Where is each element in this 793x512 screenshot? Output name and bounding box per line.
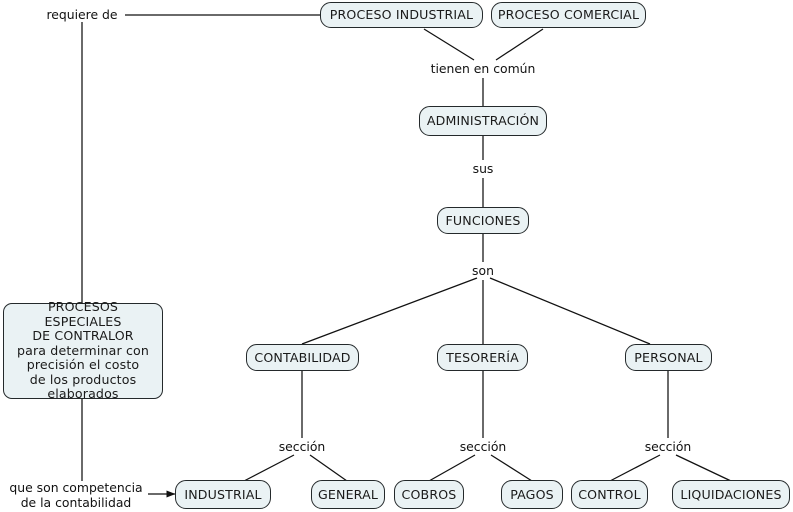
edge-label-que-son-competencia: que son competencia de la contabilidad bbox=[9, 480, 143, 510]
edge-seccion-to-general bbox=[309, 454, 348, 482]
edge-label-seccion-personal: sección bbox=[644, 439, 692, 454]
node-industrial[interactable]: INDUSTRIAL bbox=[175, 480, 271, 509]
node-control[interactable]: CONTROL bbox=[571, 480, 648, 509]
node-proceso-industrial[interactable]: PROCESO INDUSTRIAL bbox=[320, 2, 483, 28]
node-cobros[interactable]: COBROS bbox=[394, 480, 464, 509]
edge-label-seccion-contabilidad: sección bbox=[278, 439, 326, 454]
node-contabilidad[interactable]: CONTABILIDAD bbox=[246, 344, 359, 371]
edge-industrial-to-comun bbox=[423, 28, 475, 61]
edge-son-to-personal bbox=[489, 277, 651, 345]
edge-label-sus: sus bbox=[472, 161, 494, 176]
node-funciones[interactable]: FUNCIONES bbox=[437, 207, 529, 234]
edge-label-son: son bbox=[472, 263, 494, 278]
edge-seccion-to-pagos bbox=[490, 454, 533, 482]
edge-comercial-to-comun bbox=[495, 28, 544, 61]
node-proceso-comercial[interactable]: PROCESO COMERCIAL bbox=[491, 2, 646, 28]
node-general[interactable]: GENERAL bbox=[311, 480, 385, 509]
node-procesos-especiales-de-contralor[interactable]: PROCESOS ESPECIALES DE CONTRALOR para de… bbox=[3, 299, 163, 401]
node-tesoreria[interactable]: TESORERÍA bbox=[437, 344, 528, 371]
edge-label-tienen-en-comun: tienen en común bbox=[430, 61, 536, 76]
edge-seccion-to-liquidaciones bbox=[675, 454, 732, 482]
node-liquidaciones[interactable]: LIQUIDACIONES bbox=[672, 480, 790, 509]
edge-label-requiere-de: requiere de bbox=[46, 7, 118, 22]
edge-son-to-contabilidad bbox=[301, 277, 478, 345]
edge-seccion-to-industrial bbox=[243, 454, 295, 482]
edge-seccion-to-control bbox=[609, 454, 661, 482]
node-pagos[interactable]: PAGOS bbox=[501, 480, 563, 509]
edge-label-seccion-tesoreria: sección bbox=[459, 439, 507, 454]
node-administracion[interactable]: ADMINISTRACIÓN bbox=[419, 106, 547, 136]
edge-seccion-to-cobros bbox=[428, 454, 476, 482]
node-personal[interactable]: PERSONAL bbox=[625, 344, 712, 371]
